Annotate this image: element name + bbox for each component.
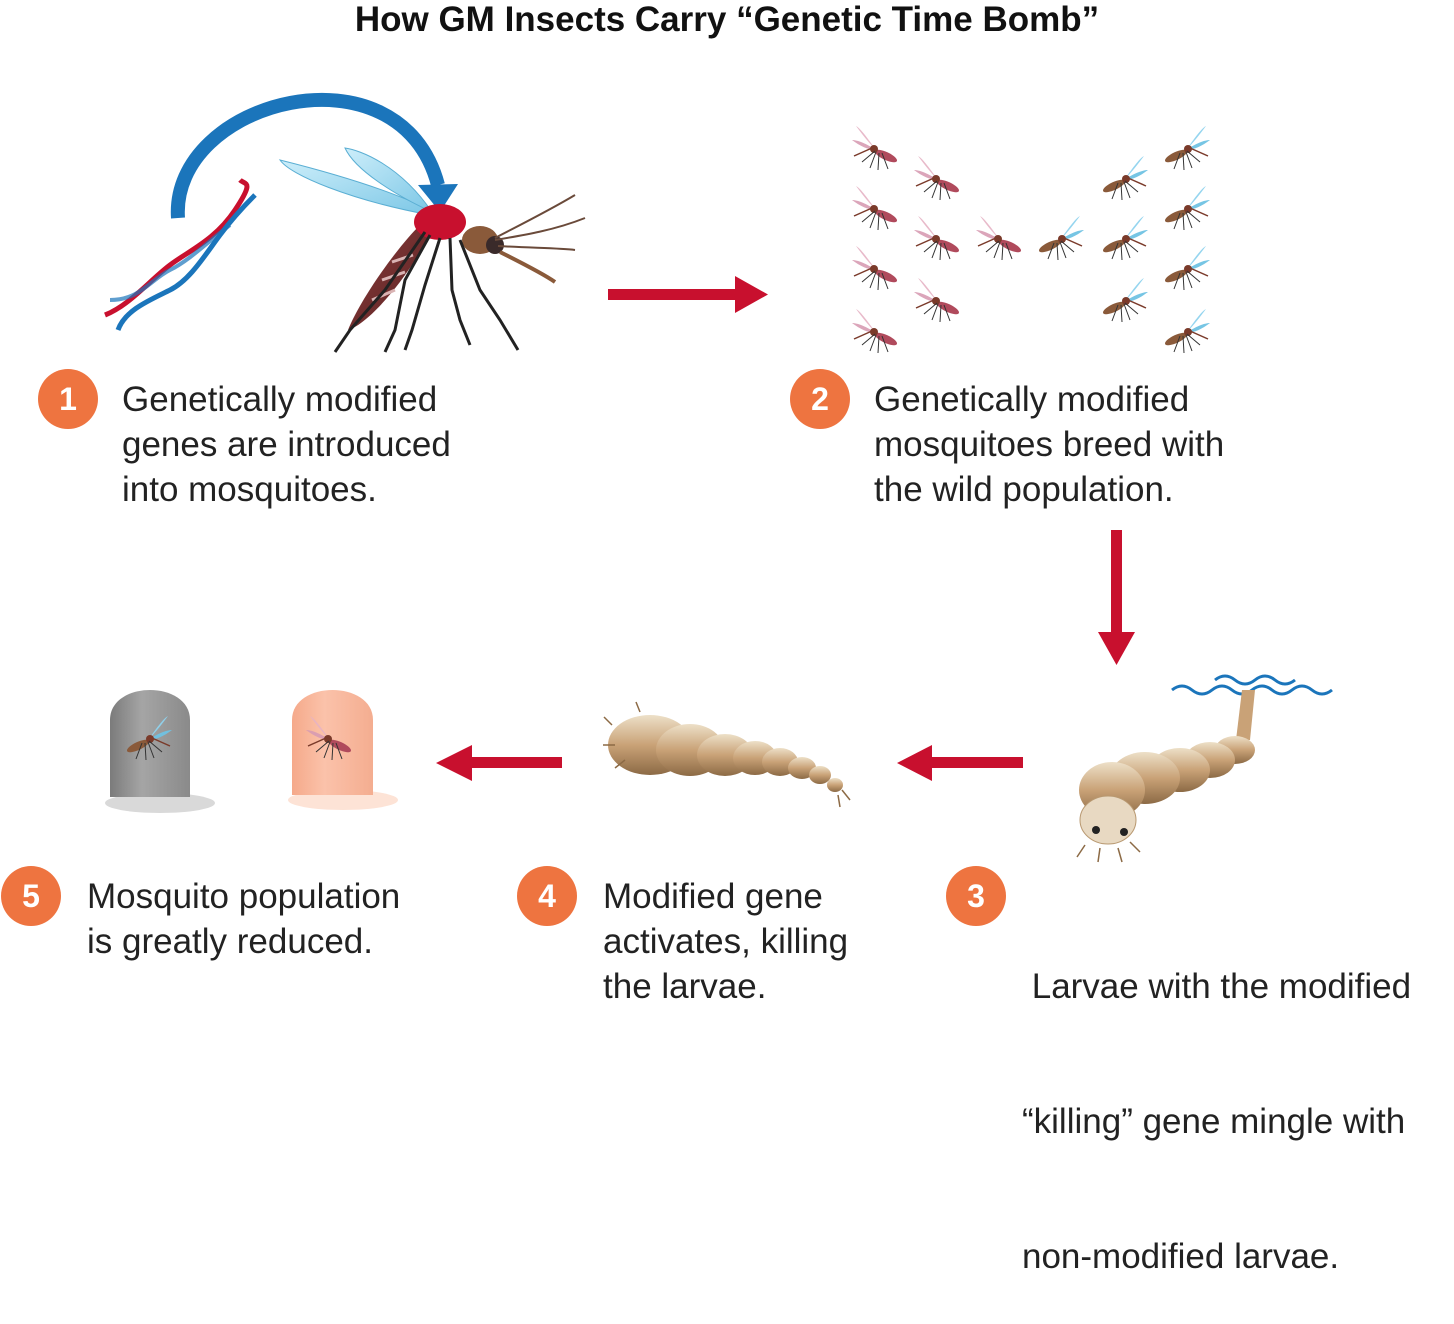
step-3-line-3: non-modified larvae. bbox=[1022, 1237, 1340, 1276]
step-3-badge: 3 bbox=[946, 866, 1006, 926]
step-1-line-1: Genetically modified bbox=[122, 380, 438, 419]
step-4-badge: 4 bbox=[517, 866, 577, 926]
step-3-line-1: Larvae with the modified bbox=[1022, 967, 1412, 1006]
diagram-title: How GM Insects Carry “Genetic Time Bomb” bbox=[354, 0, 1100, 39]
step-4-text: Modified gene activates, killing the lar… bbox=[603, 874, 848, 1009]
step-2-badge: 2 bbox=[790, 369, 850, 429]
step-4-line-2: activates, killing bbox=[603, 922, 849, 961]
arrow-down bbox=[1098, 530, 1135, 665]
step-1-line-2: genes are introduced bbox=[122, 425, 451, 464]
step-3-line-2: “killing” gene mingle with bbox=[1022, 1102, 1406, 1141]
dna-helix-icon bbox=[104, 177, 257, 332]
step-4-line-3: the larvae. bbox=[603, 967, 767, 1006]
step-2-line-2: mosquitoes breed with bbox=[874, 425, 1225, 464]
step-5-badge: 5 bbox=[1, 866, 61, 926]
step-4-line-1: Modified gene bbox=[603, 877, 823, 916]
larva-in-water-icon bbox=[1076, 674, 1333, 863]
step-3-text: Larvae with the modified “killing” gene … bbox=[1022, 874, 1411, 1324]
diagram-art bbox=[104, 93, 1333, 863]
tombstones-icon bbox=[105, 690, 398, 813]
dead-larva-icon bbox=[603, 701, 851, 808]
step-5-line-1: Mosquito population bbox=[87, 877, 401, 916]
arrow-left-3 bbox=[436, 745, 562, 781]
arrow-left-2 bbox=[897, 745, 1023, 781]
step-2-line-1: Genetically modified bbox=[874, 380, 1190, 419]
step-5-text: Mosquito population is greatly reduced. bbox=[87, 874, 400, 964]
step-2-line-3: the wild population. bbox=[874, 470, 1174, 509]
arrow-right-1 bbox=[608, 276, 768, 313]
step-1-text: Genetically modified genes are introduce… bbox=[122, 377, 451, 512]
step-5-line-2: is greatly reduced. bbox=[87, 922, 373, 961]
step-1-line-3: into mosquitoes. bbox=[122, 470, 377, 509]
mosquito-swarm-icon bbox=[851, 125, 1211, 354]
step-1-badge: 1 bbox=[38, 369, 98, 429]
curved-arrow-icon bbox=[170, 93, 458, 219]
gm-mosquito-icon bbox=[278, 147, 586, 353]
step-2-text: Genetically modified mosquitoes breed wi… bbox=[874, 377, 1224, 512]
